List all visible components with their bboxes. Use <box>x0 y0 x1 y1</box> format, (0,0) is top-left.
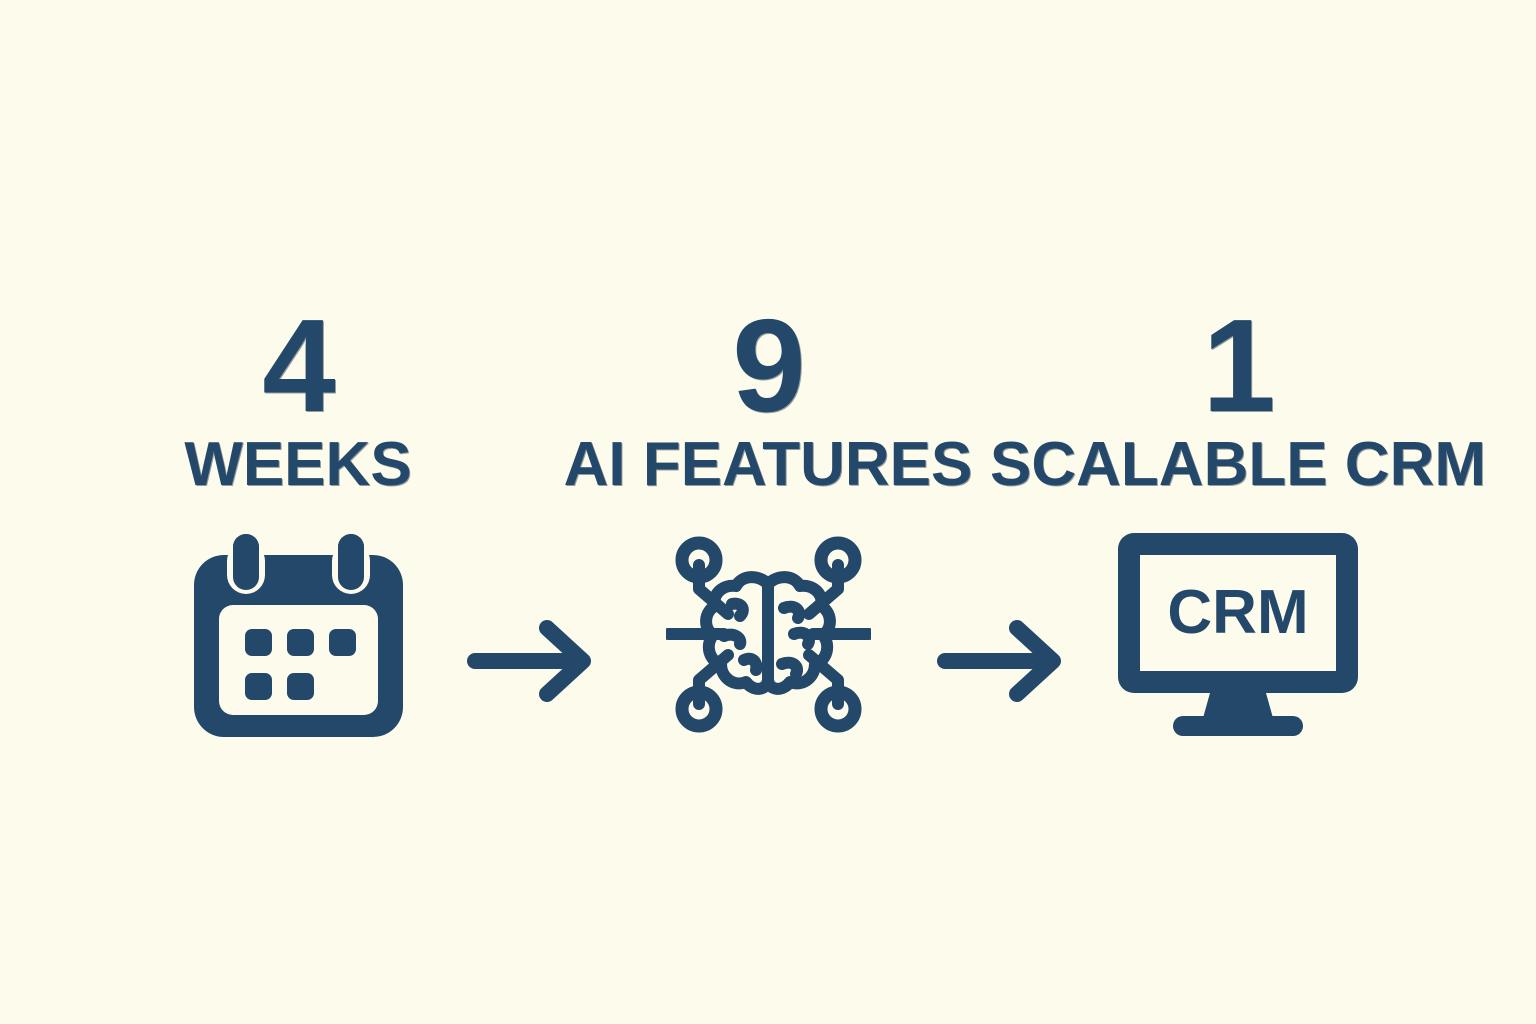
process-flow: 4 WEEKS <box>0 300 1536 760</box>
step-scalable-crm-label: SCALABLE CRM <box>990 430 1486 499</box>
ai-brain-network-icon <box>665 524 871 744</box>
step-ai-features-number: 9 <box>732 292 805 439</box>
arrow-right-icon <box>467 620 591 702</box>
calendar-icon-svg <box>193 534 403 737</box>
arrow-right-icon <box>937 620 1061 702</box>
step-ai-features-label: AI FEATURES <box>563 430 973 499</box>
step-weeks-label: WEEKS <box>184 430 412 499</box>
step-scalable-crm: 1 SCALABLE CRM CRM <box>990 292 1486 744</box>
step-scalable-crm-number: 1 <box>1202 292 1275 439</box>
crm-screen-text: CRM <box>1167 578 1308 647</box>
step-weeks: 4 WEEKS <box>63 300 533 744</box>
crm-monitor-icon: CRM <box>1115 524 1361 744</box>
ai-brain-network-icon-svg <box>665 536 871 732</box>
crm-monitor-icon-svg: CRM <box>1118 533 1358 736</box>
calendar-icon <box>191 524 406 744</box>
step-ai-features: 9 AI FEATURES <box>533 300 1003 744</box>
step-weeks-number: 4 <box>262 292 335 439</box>
